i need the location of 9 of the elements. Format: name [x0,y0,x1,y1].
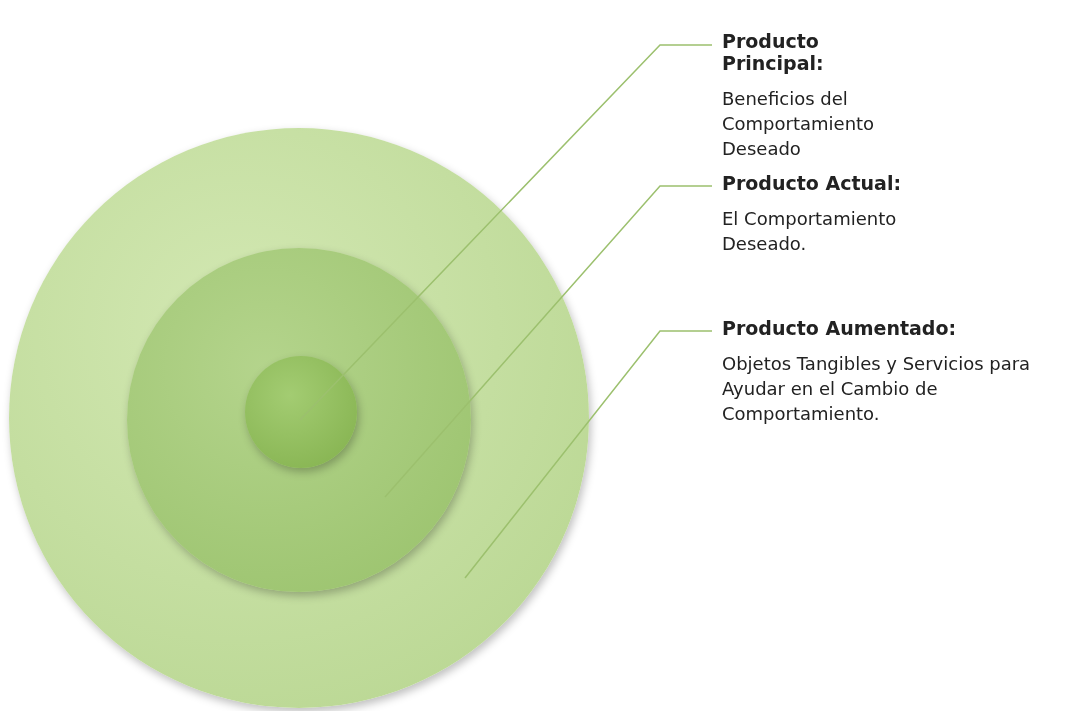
description: Objetos Tangibles y Servicios para Ayudar en el Cambio de Comportamiento. [722,352,1032,426]
heading: Producto Aumentado: [722,317,958,339]
leader-line [384,185,713,498]
leader-line [299,44,713,421]
leader-line [464,330,713,579]
heading: Producto Actual: [722,172,902,194]
description: El Comportamiento Deseado. [722,207,898,256]
heading: Producto Principal: [722,30,825,74]
description: Beneficios del Comportamiento Deseado [722,87,876,161]
